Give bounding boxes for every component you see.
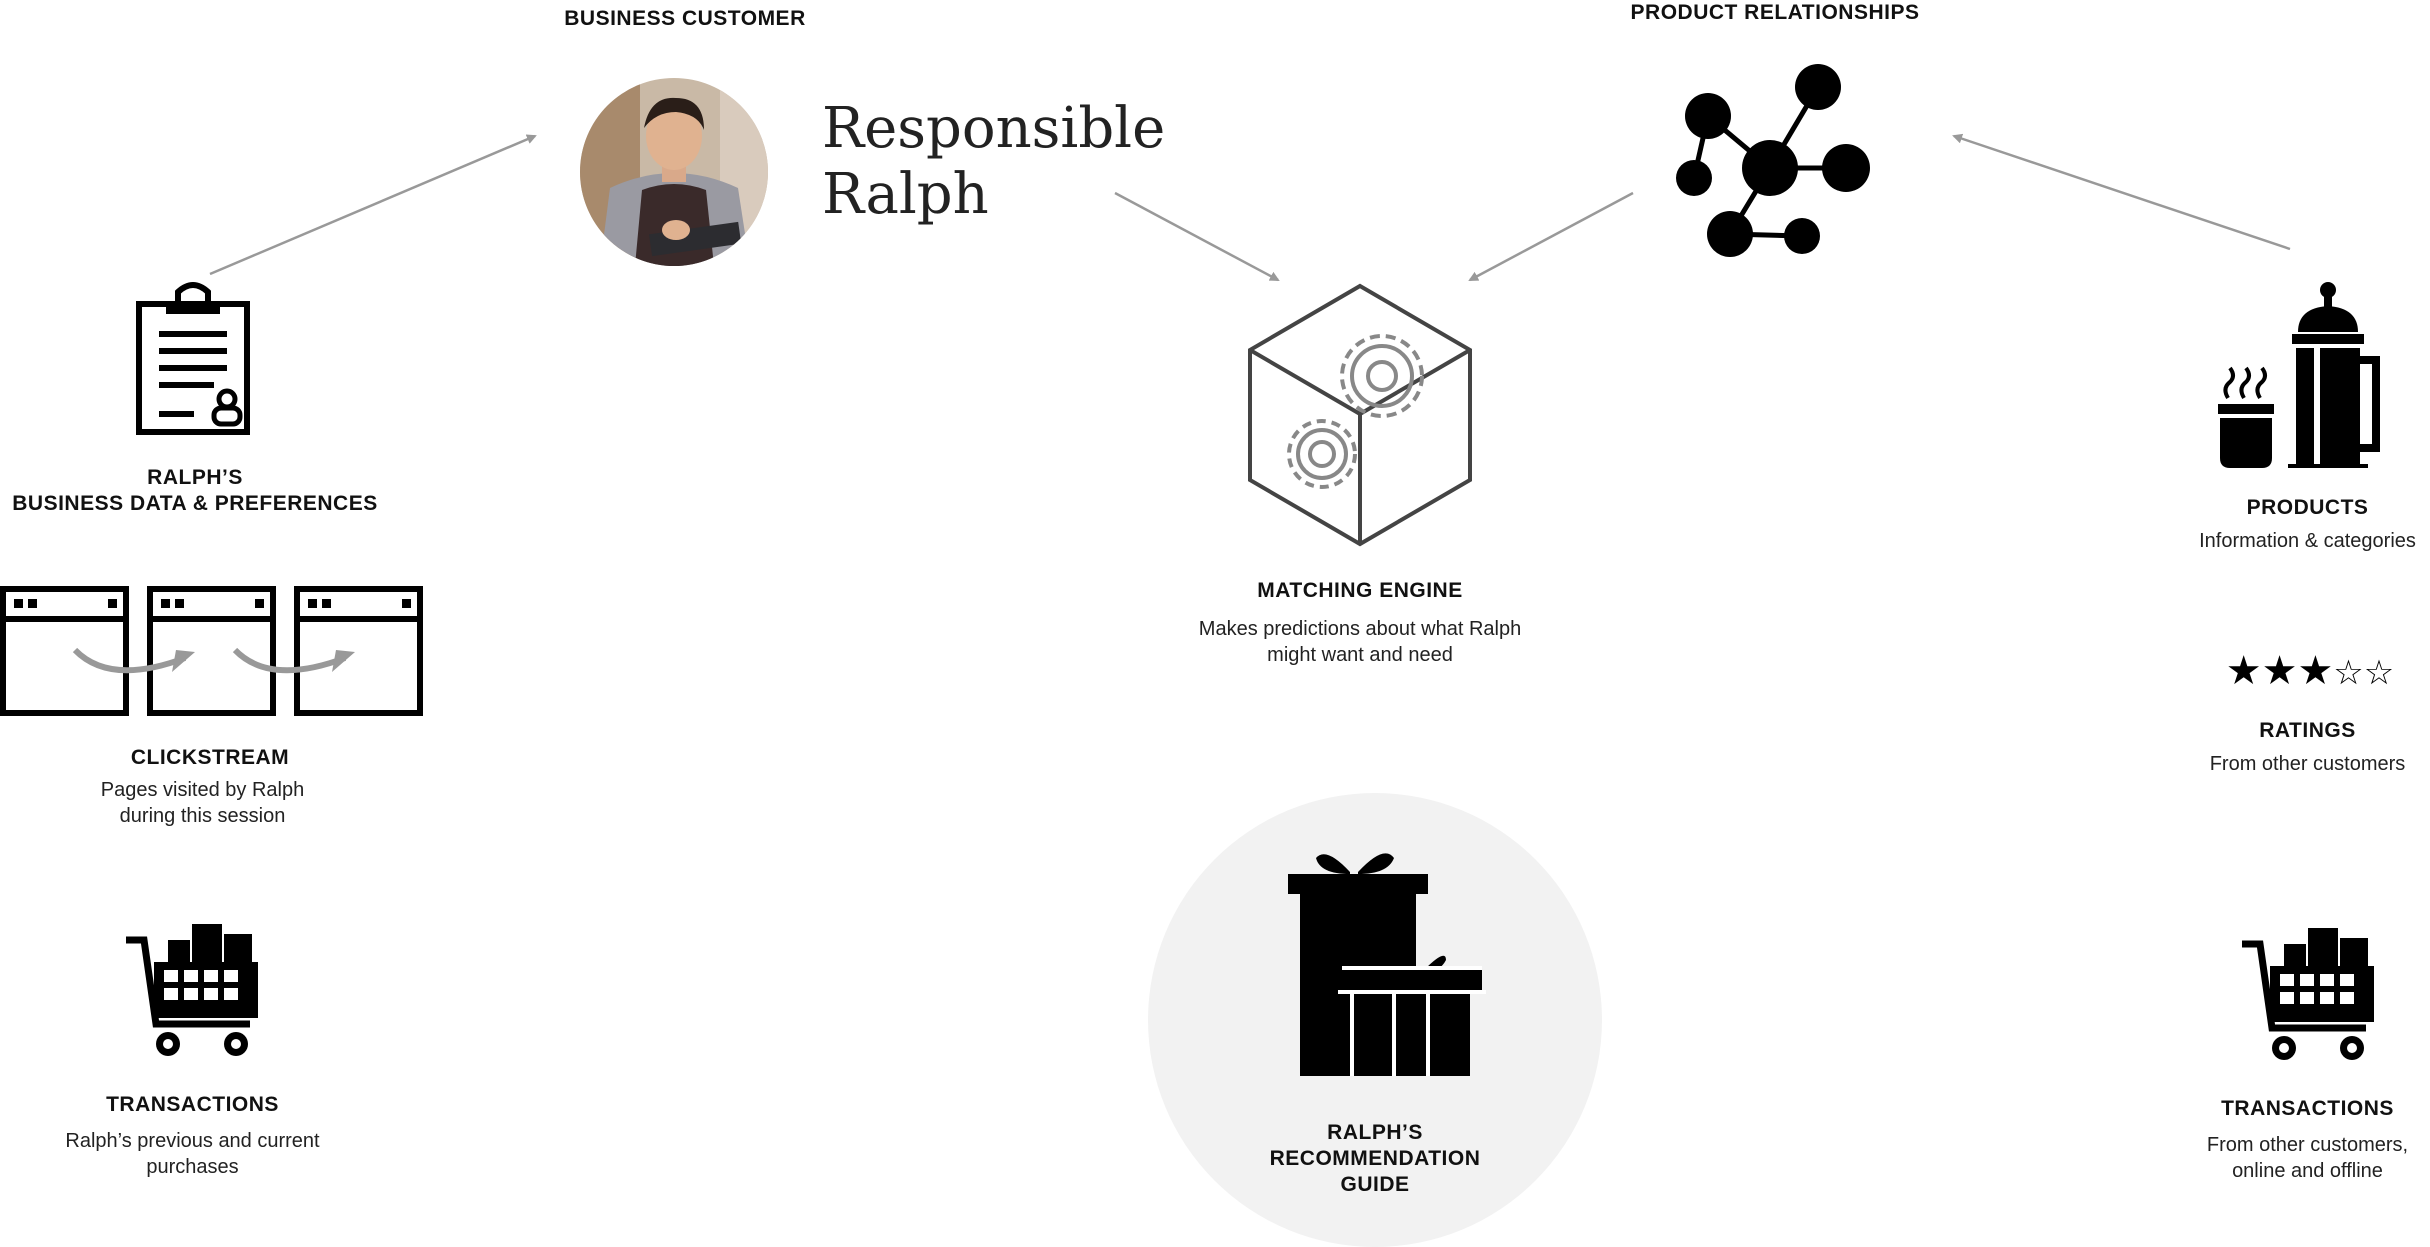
business-data-title-line2: BUSINESS DATA & PREFERENCES: [12, 492, 378, 515]
ratings-description: From other customers: [2209, 753, 2406, 775]
network-graph-icon: [1676, 64, 1870, 257]
avatar: [580, 78, 768, 266]
transactions-right-desc-line1: From other customers,: [2206, 1134, 2409, 1156]
transactions-right-title: TRANSACTIONS: [2221, 1097, 2394, 1120]
star-empty-icon: ☆: [2333, 653, 2364, 693]
shopping-cart-icon: [2242, 928, 2374, 1060]
matching-engine-desc-line2: might want and need: [1267, 644, 1453, 666]
gift-boxes-icon: [1288, 853, 1486, 1076]
cube-gears-icon: [1248, 283, 1472, 547]
rating-stars: ★★★☆☆: [2210, 648, 2410, 696]
star-empty-icon: ☆: [2363, 653, 2395, 693]
arrow-products-to-relationships: [1952, 133, 2291, 251]
star-icon: ★: [2261, 648, 2298, 694]
business-data-title: RALPH’S BUSINESS DATA & PREFERENCES: [0, 465, 390, 517]
shopping-cart-icon: [126, 924, 258, 1056]
products-description: Information & categories: [2199, 530, 2416, 552]
transactions-left-desc-line2: purchases: [146, 1156, 239, 1178]
browser-window-icon: [0, 586, 423, 716]
french-press-icon: [2218, 282, 2380, 468]
ratings-title: RATINGS: [2259, 719, 2356, 742]
matching-engine-description: Makes predictions about what Ralph might…: [1150, 616, 1570, 668]
recommendation-guide-line3: GUIDE: [1340, 1173, 1410, 1196]
clickstream-description: Pages visited by Ralph during this sessi…: [40, 777, 365, 829]
arrow-relationships-to-engine: [1468, 191, 1634, 282]
arrow-business-data-to-customer: [209, 134, 537, 276]
business-data-title-line1: RALPH’S: [147, 466, 243, 489]
customer-name-line2: Ralph: [822, 162, 989, 227]
matching-engine-desc-line1: Makes predictions about what Ralph: [1198, 618, 1522, 640]
business-customer-title: BUSINESS CUSTOMER: [564, 7, 806, 30]
clickstream-desc-line2: during this session: [119, 805, 286, 827]
recommendation-guide-title: RALPH’S RECOMMENDATION GUIDE: [1225, 1120, 1525, 1198]
transactions-right-desc-line2: online and offline: [2232, 1160, 2383, 1182]
star-icon: ★: [2225, 648, 2262, 694]
customer-name-line1: Responsible: [822, 96, 1166, 161]
transactions-right-description: From other customers, online and offline: [2150, 1132, 2430, 1184]
recommendation-guide-line1: RALPH’S: [1327, 1121, 1423, 1144]
arrow-customer-to-engine: [1114, 191, 1280, 282]
products-title: PRODUCTS: [2246, 496, 2369, 519]
customer-name: Responsible Ralph: [822, 96, 1165, 228]
product-relationships-title: PRODUCT RELATIONSHIPS: [1630, 1, 1920, 24]
transactions-left-description: Ralph’s previous and current purchases: [20, 1128, 365, 1180]
recommendation-guide-line2: RECOMMENDATION: [1269, 1147, 1481, 1170]
clickstream-desc-line1: Pages visited by Ralph: [100, 779, 305, 801]
clipboard-icon: [136, 282, 250, 435]
transactions-left-desc-line1: Ralph’s previous and current: [65, 1130, 320, 1152]
matching-engine-title: MATCHING ENGINE: [1257, 579, 1463, 602]
clickstream-title: CLICKSTREAM: [130, 746, 290, 769]
star-icon: ★: [2297, 648, 2334, 694]
transactions-left-title: TRANSACTIONS: [106, 1093, 279, 1116]
